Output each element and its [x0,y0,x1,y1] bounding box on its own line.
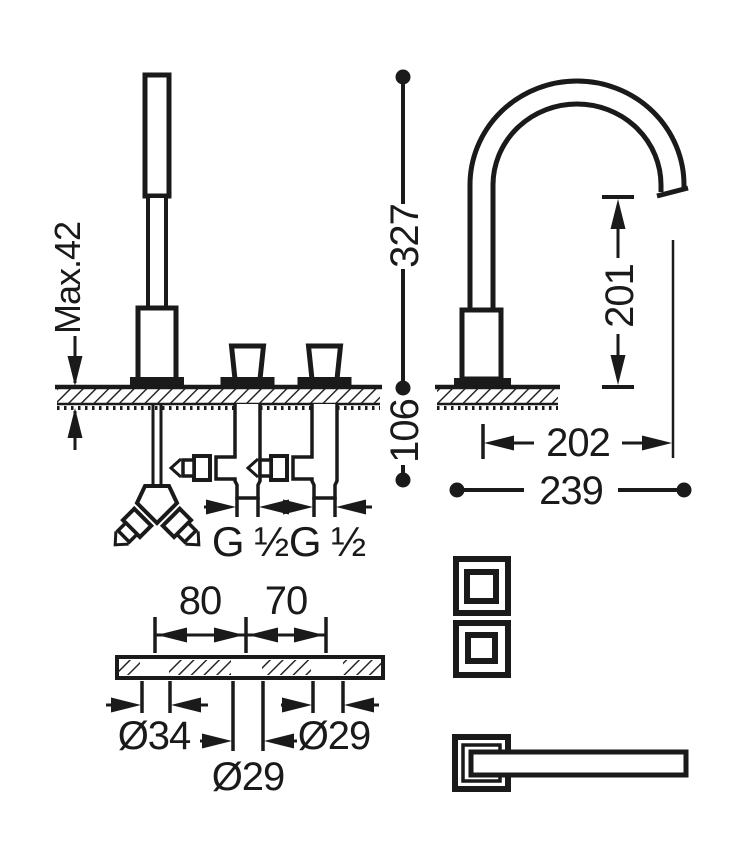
lever-handle-view [452,734,689,792]
dim-hole-spacing-left: 80 [179,579,222,623]
dim-spout-reach: 202 [546,421,610,465]
front-view: Max.42 G ½ G ½ [47,72,382,565]
label-thread-left: G ½ [212,518,288,565]
dim-hole-spacing-right: 70 [265,579,308,623]
hole-spacing-dimension: 80 70 [153,579,328,653]
dim-left-hole-dia: Ø34 [118,714,191,758]
handle-front-right [298,346,352,386]
height-dimension-line: 327 106 [383,69,427,488]
dim-overall-width: 239 [539,469,603,513]
spout-side [454,78,689,388]
handle-front-left [221,346,275,386]
deck-front [55,384,382,410]
overall-width-dimension: 239 [449,469,692,513]
dim-under-deck: 106 [383,399,427,463]
holes-section-view: 80 70 [106,579,385,799]
spout-shank [151,404,163,486]
deck-section-bar [115,655,385,680]
handle-plan-view-2 [453,620,511,678]
dim-right-hole-dia: Ø29 [298,714,371,758]
side-view: 201 202 239 [435,78,692,513]
label-max-deck-thickness: Max.42 [47,222,88,334]
valve-left [171,404,260,498]
spout-reach-dimension: 202 [481,240,675,465]
deck-thickness-dimension: Max.42 [47,222,88,450]
deck-side [435,384,560,410]
dim-outlet-height: 201 [598,264,642,328]
spout-front [130,72,184,387]
thread-dimension: G ½ G ½ [204,497,372,565]
handle-plan-view-1 [453,556,511,616]
label-thread-right: G ½ [289,518,365,565]
dim-center-hole-dia: Ø29 [212,755,285,799]
hole-diameter-dimensions: Ø34 Ø29 Ø29 [106,681,379,799]
dim-total-height: 327 [383,204,427,268]
outlet-height-dimension: 201 [598,195,642,389]
y-connector [107,484,208,553]
